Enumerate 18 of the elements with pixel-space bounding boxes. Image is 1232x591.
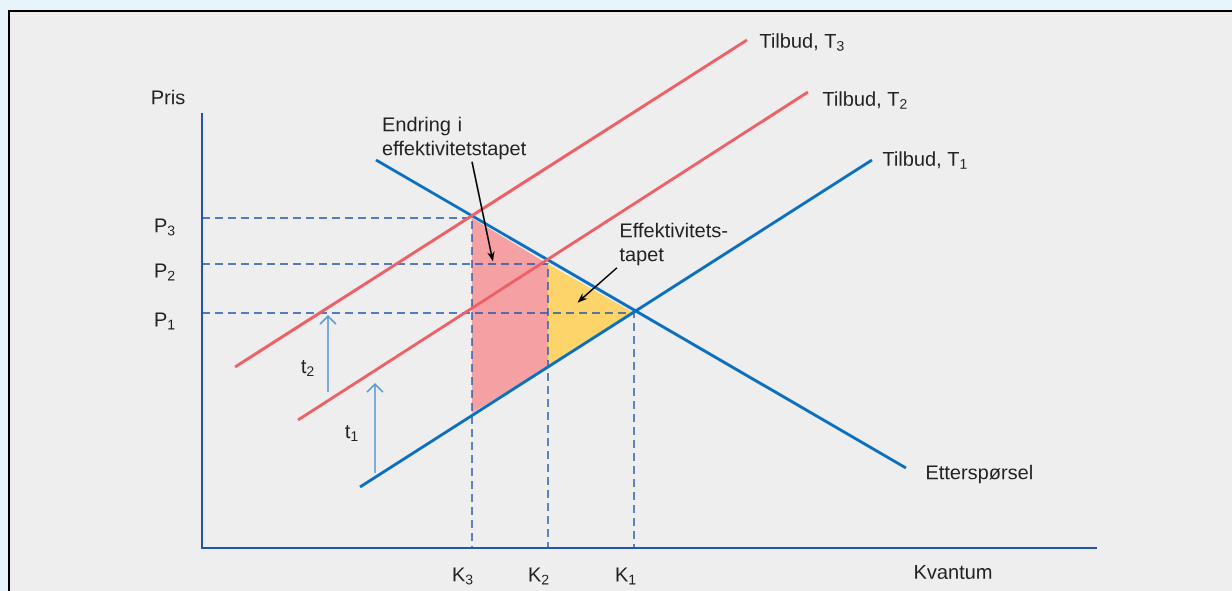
shaded-area <box>472 218 548 413</box>
axis-label: Tilbud, T$_{1}$ <box>882 151 967 169</box>
shaded-area <box>548 264 634 367</box>
axis-label: P$_{2}$ <box>155 263 175 281</box>
axis-label: K$_{2}$ <box>529 567 549 585</box>
callout-text: Endring i effektivitetstapet <box>382 116 527 160</box>
callout-text: Effektivitets- tapet <box>619 222 728 266</box>
axis-label: Kvantum <box>915 565 992 579</box>
axis-label: Pris <box>152 89 185 105</box>
axis-label: K$_{3}$ <box>453 567 473 585</box>
axis-label: Tilbud, T$_{3}$ <box>759 33 844 51</box>
axis-label: P$_{3}$ <box>155 218 175 236</box>
axis-label: t$_{1}$ <box>345 425 358 441</box>
axis-label: K$_{1}$ <box>616 567 636 585</box>
axis-label: Etterspørsel <box>927 464 1032 484</box>
axis-label: Tilbud, T$_{2}$ <box>822 91 907 109</box>
axis-label: t$_{2}$ <box>301 360 314 376</box>
axis-label: P$_{1}$ <box>155 312 175 330</box>
